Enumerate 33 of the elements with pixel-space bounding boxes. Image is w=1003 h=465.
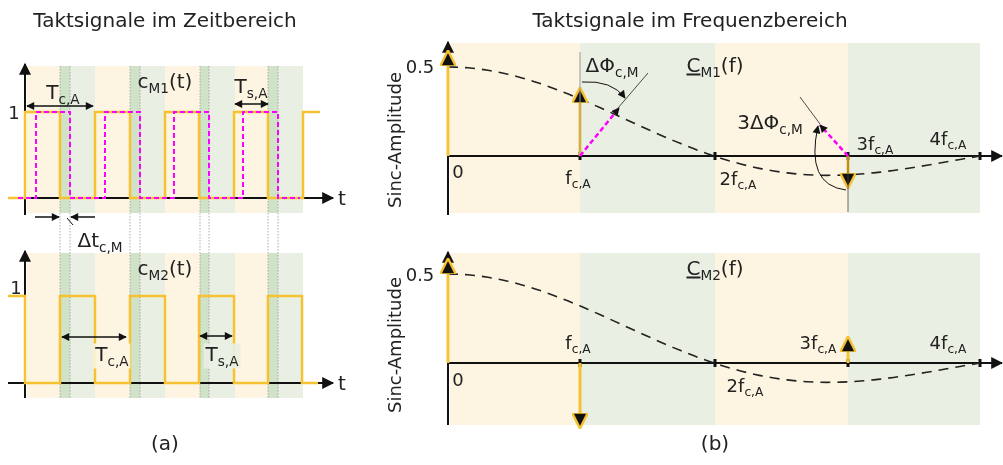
tick-label: 1 (10, 278, 22, 298)
period-label: T$_{s,A}$ (234, 75, 268, 101)
signal-label: c$_{M2}$(t) (137, 257, 193, 283)
spectrum-label: C$_{M1}$(f) (686, 54, 744, 80)
phase-label: 3ΔΦ$_{c,M}$ (737, 111, 803, 137)
tick-label: 0 (452, 370, 464, 390)
panel-caption: (b) (700, 432, 730, 454)
axis-label: Sinc-Amplitude (385, 71, 405, 209)
phase-label: ΔΦ$_{c,M}$ (585, 54, 639, 80)
tick-label: 3f$_{c,A}$ (856, 134, 894, 158)
tick-label: 0.5 (405, 57, 435, 77)
axis-label: Sinc-Amplitude (385, 276, 405, 414)
tick-label: 1 (8, 103, 20, 123)
tick-label: 0.5 (405, 265, 435, 285)
signal-label: c$_{M1}$(t) (137, 70, 193, 96)
period-label: T$_{c,A}$ (46, 81, 80, 107)
panel-title: Taktsignale im Zeitbereich (33, 9, 297, 31)
tick-label: f$_{c,A}$ (565, 333, 591, 357)
axis-label: t (338, 187, 346, 209)
tick-label: 2f$_{c,A}$ (726, 376, 764, 400)
tick-label: 2f$_{c,A}$ (719, 169, 757, 193)
offset-label: Δt$_{c,M}$ (77, 229, 123, 255)
period-label: T$_{c,A}$ (93, 343, 131, 369)
axis-label: t (338, 372, 346, 394)
tick-label: 0 (452, 162, 464, 182)
panel-title: Taktsignale im Frequenzbereich (532, 9, 848, 31)
spectrum-label: C$_{M2}$(f) (686, 257, 744, 283)
tick-label: 4f$_{c,A}$ (929, 333, 967, 357)
panel-caption: (a) (151, 432, 179, 454)
tick-label: f$_{c,A}$ (565, 168, 591, 192)
period-label: T$_{s,A}$ (203, 343, 241, 369)
tick-label: 4f$_{c,A}$ (929, 129, 967, 153)
tick-label: 3f$_{c,A}$ (799, 333, 837, 357)
